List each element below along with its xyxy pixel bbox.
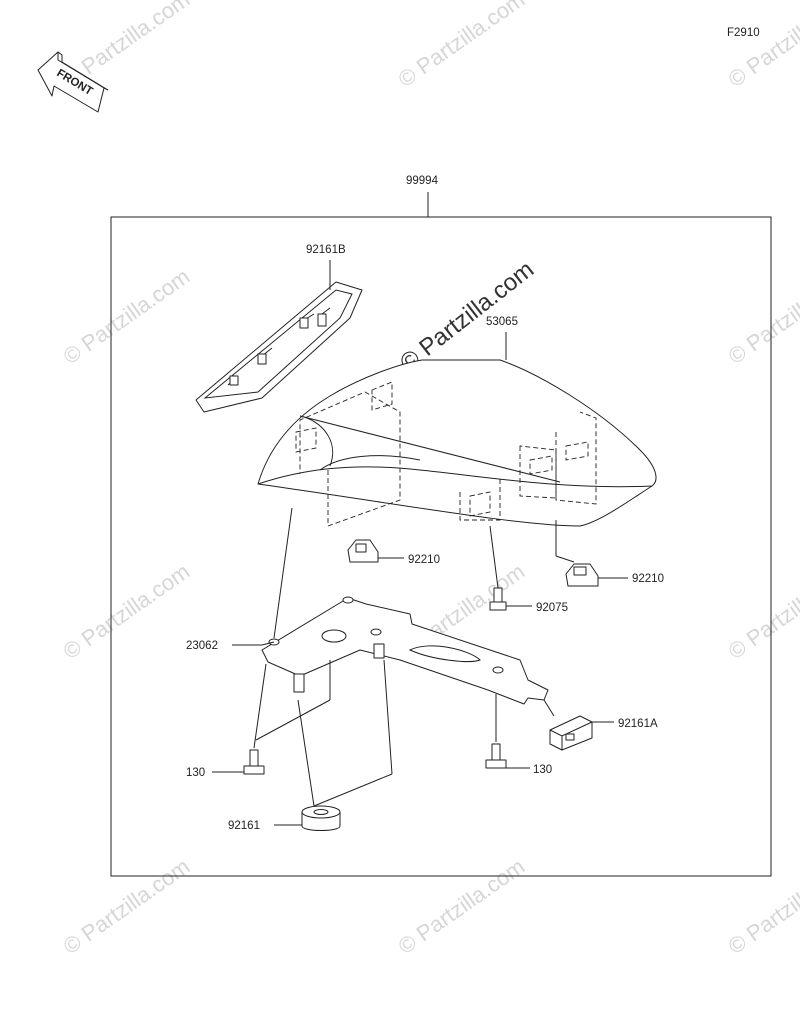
watermark: © Partzilla.com bbox=[59, 854, 195, 960]
cover-piece-part bbox=[195, 281, 363, 413]
callout-nut-left: 92210 bbox=[408, 554, 440, 566]
callout-bracket: 23062 bbox=[186, 640, 218, 652]
bracket-part bbox=[261, 596, 549, 705]
callout-bolt-left: 130 bbox=[186, 767, 205, 779]
watermark: © Partzilla.com bbox=[724, 264, 800, 370]
watermark: © Partzilla.com bbox=[59, 559, 195, 665]
seat-cover-part bbox=[257, 359, 657, 527]
figure-code: F2910 bbox=[727, 27, 760, 39]
watermark: © Partzilla.com bbox=[724, 854, 800, 960]
callout-damper: 92161 bbox=[228, 820, 260, 832]
callout-cover: 53065 bbox=[486, 316, 518, 328]
bolt-left-part bbox=[243, 749, 265, 775]
callout-kit: 99994 bbox=[406, 175, 439, 187]
watermark: © Partzilla.com bbox=[394, 0, 530, 92]
damper-b-part bbox=[549, 715, 593, 751]
damper-part bbox=[301, 805, 341, 831]
callout-screw-center: 92075 bbox=[536, 602, 568, 614]
callout-cover-piece: 92161B bbox=[306, 244, 346, 256]
callout-nut-right: 92210 bbox=[632, 573, 664, 585]
nut-right-part bbox=[565, 563, 599, 587]
callout-damper-b: 92161A bbox=[618, 718, 658, 730]
kit-outline bbox=[110, 216, 772, 877]
watermark: © Partzilla.com bbox=[724, 559, 800, 665]
callout-bolt-right: 130 bbox=[533, 764, 552, 776]
watermark: © Partzilla.com bbox=[394, 854, 530, 960]
watermark: © Partzilla.com bbox=[724, 0, 800, 92]
bolt-right-part bbox=[485, 743, 507, 769]
watermark: © Partzilla.com bbox=[59, 264, 195, 370]
nut-left-part bbox=[347, 539, 379, 563]
